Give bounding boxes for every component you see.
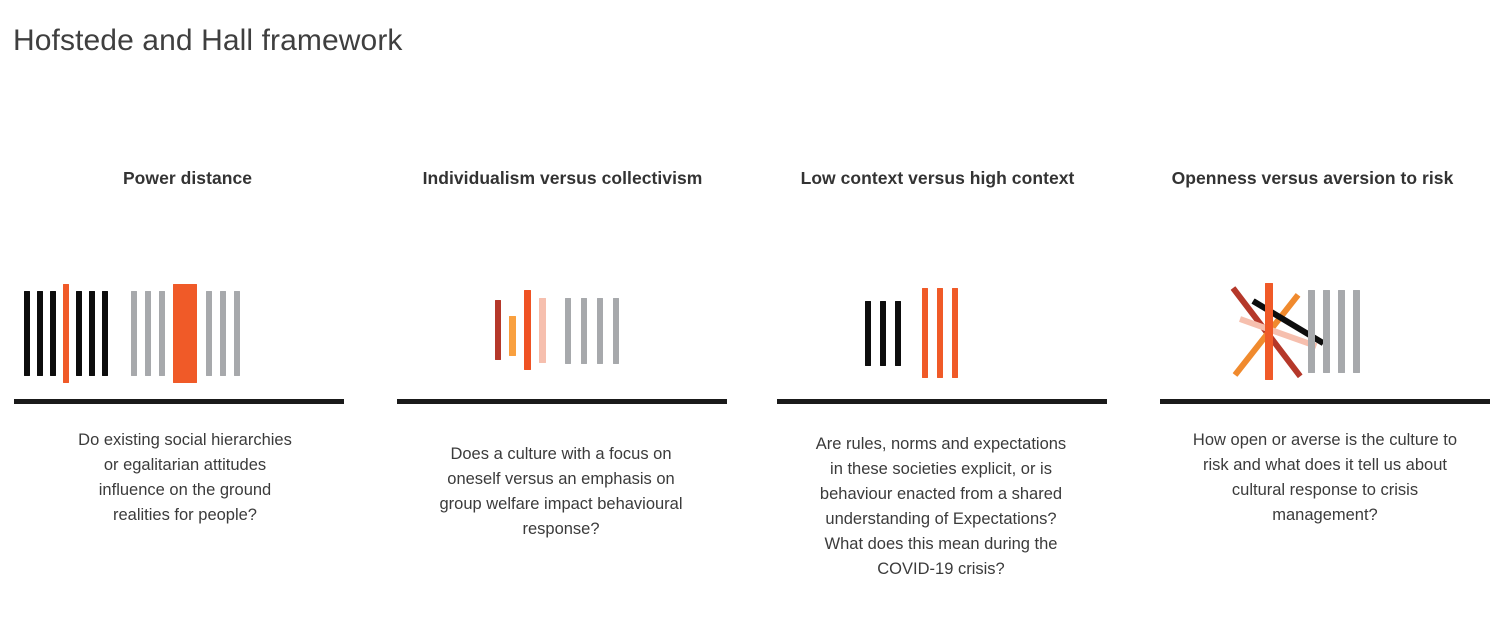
icon-bar (922, 288, 928, 378)
icon-bar (63, 284, 69, 383)
column-body-text: Are rules, norms and expectations in the… (815, 435, 1067, 578)
icon-bar (131, 291, 137, 376)
icon-bar (895, 301, 901, 366)
icon-bar (865, 301, 871, 366)
icon-bar (1338, 290, 1345, 373)
icon-bar (234, 291, 240, 376)
power-distance-bars-icon (14, 273, 344, 395)
framework-column-openness-risk: Openness versus aversion to risk How ope… (1125, 150, 1500, 635)
icon-bar (613, 298, 619, 364)
low-high-context-bars-icon (777, 273, 1107, 395)
framework-column-individualism-collectivism: Individualism versus collectivism Does a… (375, 150, 750, 635)
framework-columns: Power distance Do existing social hierar… (0, 150, 1500, 635)
icon-bar (937, 288, 943, 378)
column-heading: Openness versus aversion to risk (1171, 168, 1454, 188)
column-body-text: How open or averse is the culture to ris… (1192, 431, 1458, 524)
icon-bar (102, 291, 108, 376)
icon-bar (565, 298, 571, 364)
icon-bar (220, 291, 226, 376)
column-body-text: Does a culture with a focus on oneself v… (439, 445, 683, 538)
icon-bar (597, 298, 603, 364)
icon-bar (24, 291, 30, 376)
column-divider (777, 399, 1107, 404)
framework-column-power-distance: Power distance Do existing social hierar… (0, 150, 375, 635)
framework-column-low-high-context: Low context versus high context Are rule… (750, 150, 1125, 635)
column-divider (1160, 399, 1490, 404)
icon-bar (145, 291, 151, 376)
icon-bar (173, 284, 197, 383)
icon-bar (1308, 290, 1315, 373)
icon-bar (880, 301, 886, 366)
icon-bar (89, 291, 95, 376)
icon-bar (206, 291, 212, 376)
icon-bar (1265, 283, 1273, 380)
icon-bar (581, 298, 587, 364)
individualism-collectivism-bars-icon (397, 273, 727, 395)
openness-risk-crossed-lines-icon (1160, 273, 1490, 395)
icon-bar (495, 300, 501, 360)
icon-bar (539, 298, 546, 363)
page-title: Hofstede and Hall framework (13, 24, 403, 58)
column-heading: Low context versus high context (800, 168, 1075, 188)
icon-bar (50, 291, 56, 376)
icon-bar (159, 291, 165, 376)
column-body-text: Do existing social hierarchies or egalit… (78, 431, 292, 524)
column-heading: Power distance (122, 168, 253, 188)
icon-bar (1323, 290, 1330, 373)
icon-bar (76, 291, 82, 376)
icon-bar (37, 291, 43, 376)
column-heading: Individualism versus collectivism (422, 168, 703, 188)
icon-bar (952, 288, 958, 378)
icon-bar (1353, 290, 1360, 373)
icon-bar (509, 316, 516, 356)
column-divider (14, 399, 344, 404)
icon-bar (524, 290, 531, 370)
column-divider (397, 399, 727, 404)
